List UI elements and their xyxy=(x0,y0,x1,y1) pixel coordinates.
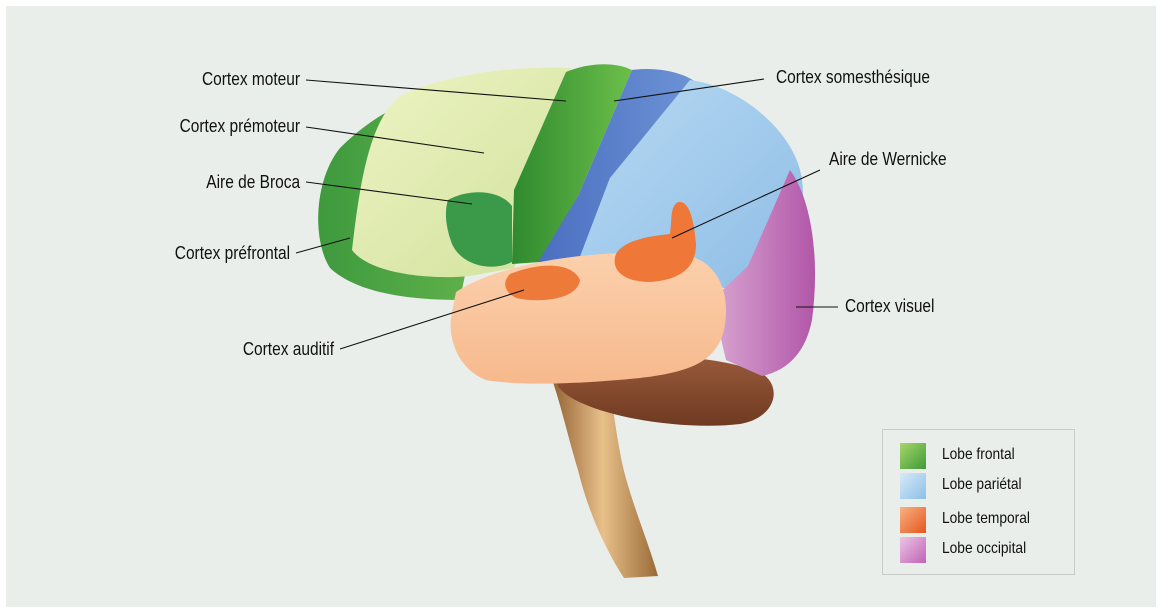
legend-label: Lobe occipital xyxy=(942,540,1026,558)
legend-swatch-occipital xyxy=(900,537,926,563)
legend-label: Lobe pariétal xyxy=(942,476,1022,494)
legend-swatch-parietal xyxy=(900,473,926,499)
label-prefrontal-cortex: Cortex préfrontal xyxy=(175,243,290,263)
label-wernicke-area: Aire de Wernicke xyxy=(829,149,947,169)
legend-swatch-temporal xyxy=(900,507,926,533)
label-auditory-cortex: Cortex auditif xyxy=(243,339,334,359)
temporal-region xyxy=(451,253,726,384)
label-somatosensory-cortex: Cortex somesthésique xyxy=(776,67,930,87)
label-motor-cortex: Cortex moteur xyxy=(202,69,300,89)
label-visual-cortex: Cortex visuel xyxy=(845,296,934,316)
legend-swatch-frontal xyxy=(900,443,926,469)
label-premotor-cortex: Cortex prémoteur xyxy=(180,116,300,136)
label-broca-area: Aire de Broca xyxy=(206,172,300,192)
legend-label: Lobe frontal xyxy=(942,446,1015,464)
legend-label: Lobe temporal xyxy=(942,510,1030,528)
legend: Lobe frontal Lobe pariétal Lobe temporal… xyxy=(882,429,1075,575)
